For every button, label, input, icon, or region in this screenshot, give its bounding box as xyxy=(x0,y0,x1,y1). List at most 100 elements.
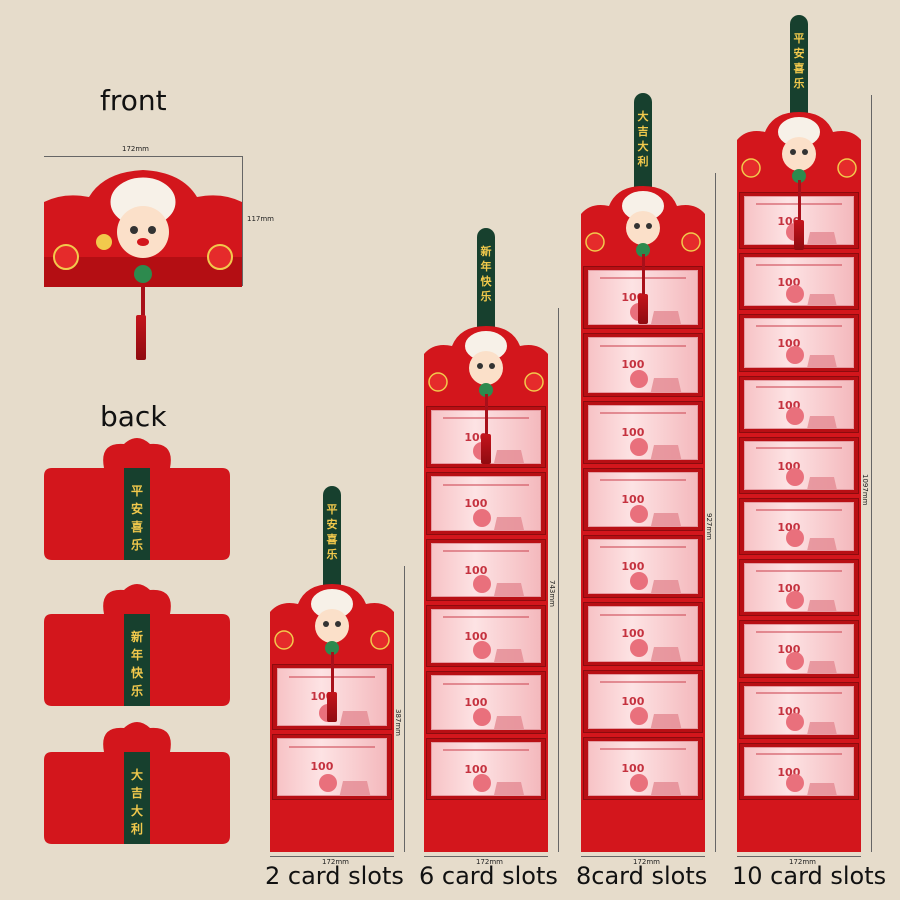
width-dimension: 172mm xyxy=(633,858,660,866)
banknote: 100 xyxy=(744,257,854,307)
variant-label: 8card slots xyxy=(576,862,708,890)
lion-head-topper xyxy=(581,186,705,266)
back-card-1: 平安喜乐 xyxy=(44,432,230,560)
tassel xyxy=(327,692,337,722)
banknote-value: 100 xyxy=(464,563,488,577)
lion-head-topper xyxy=(270,584,394,664)
temple-icon xyxy=(491,687,528,729)
variant-label: 6 card slots xyxy=(419,862,558,890)
temple-icon xyxy=(804,268,841,306)
banknote-header-line xyxy=(755,753,843,756)
temple-icon xyxy=(648,483,685,526)
temple-icon xyxy=(804,574,841,612)
temple-icon xyxy=(491,753,528,795)
seal-icon xyxy=(473,707,492,726)
width-dimension: 172mm xyxy=(789,858,816,866)
banknote: 100 xyxy=(431,476,541,531)
seal-icon xyxy=(473,574,492,593)
height-dimension: 927mm xyxy=(705,512,713,540)
banknote-header-line xyxy=(599,411,687,414)
pull-stick-text: 大吉大利 xyxy=(637,110,649,168)
seal-icon xyxy=(319,773,338,792)
seal-icon xyxy=(630,370,649,389)
banknote-header-line xyxy=(755,447,843,450)
seal-icon xyxy=(786,651,805,670)
temple-icon xyxy=(491,488,528,530)
temple-icon xyxy=(337,750,374,795)
back-label: back xyxy=(100,400,167,433)
banknote-value: 100 xyxy=(621,560,645,574)
pull-stick[interactable]: 新年快乐 xyxy=(477,228,495,354)
banknote: 100 xyxy=(588,539,698,595)
banknote-header-line xyxy=(442,682,530,685)
back-card-band: 平安喜乐 xyxy=(124,468,150,560)
seal-icon xyxy=(630,504,649,523)
variant-label: 2 card slots xyxy=(265,862,404,890)
banknote-header-line xyxy=(755,386,843,389)
temple-icon xyxy=(648,282,685,325)
width-dimension-line xyxy=(270,856,394,857)
banknote-header-line xyxy=(442,483,530,486)
banknote-value: 100 xyxy=(464,497,488,511)
tassel xyxy=(794,220,804,250)
back-card-2: 新年快乐 xyxy=(44,578,230,706)
banknote: 100 xyxy=(744,440,854,490)
banknote-header-line xyxy=(288,745,376,748)
banknote-value: 100 xyxy=(621,694,645,708)
banknote-value: 100 xyxy=(464,696,488,710)
pull-stick[interactable]: 平安喜乐 xyxy=(323,486,341,612)
width-dimension: 172mm xyxy=(476,858,503,866)
seal-icon xyxy=(473,641,492,660)
lion-head-topper xyxy=(737,112,861,192)
seal-icon xyxy=(630,773,649,792)
banknote-header-line xyxy=(599,680,687,683)
banknote: 100 xyxy=(744,502,854,552)
banknote: 100 xyxy=(588,471,698,527)
banknote-header-line xyxy=(755,692,843,695)
temple-icon xyxy=(804,512,841,551)
width-dimension-line xyxy=(424,856,548,857)
temple-icon xyxy=(337,680,374,725)
front-width-dim: 172mm xyxy=(122,145,149,153)
back-card-band: 大吉大利 xyxy=(124,752,150,844)
banknote-value: 100 xyxy=(621,358,645,372)
back-card-3-text: 大吉大利 xyxy=(130,768,143,836)
temple-icon xyxy=(804,451,841,489)
banknote-header-line xyxy=(755,263,843,266)
tassel xyxy=(638,294,648,324)
banknote-header-line xyxy=(442,616,530,619)
banknote: 100 xyxy=(744,746,854,796)
front-envelope xyxy=(44,170,242,317)
temple-icon xyxy=(648,685,685,728)
banknote-header-line xyxy=(755,325,843,328)
temple-icon xyxy=(648,618,685,661)
seal-icon xyxy=(786,406,805,425)
tassel xyxy=(481,434,491,464)
banknote: 100 xyxy=(744,318,854,368)
seal-icon xyxy=(786,345,805,364)
banknote: 100 xyxy=(588,606,698,662)
pull-stick[interactable]: 平安喜乐 xyxy=(790,15,808,140)
banknote-header-line xyxy=(755,508,843,511)
pull-stick-text: 平安喜乐 xyxy=(326,503,338,561)
banknote-header-line xyxy=(755,569,843,572)
banknote-value: 100 xyxy=(464,629,488,643)
temple-icon xyxy=(648,551,685,594)
pull-stick[interactable]: 大吉大利 xyxy=(634,93,652,214)
banknote: 100 xyxy=(277,738,387,796)
banknote-header-line xyxy=(599,546,687,549)
banknote-value: 100 xyxy=(464,762,488,776)
seal-icon xyxy=(786,590,805,609)
temple-icon xyxy=(648,416,685,459)
front-tassel xyxy=(136,315,146,360)
front-label: front xyxy=(100,84,167,117)
banknote-header-line xyxy=(599,479,687,482)
banknote: 100 xyxy=(744,685,854,735)
temple-icon xyxy=(804,757,841,795)
banknote: 100 xyxy=(744,563,854,613)
banknote-header-line xyxy=(755,631,843,634)
back-card-2-text: 新年快乐 xyxy=(130,630,143,698)
banknote-header-line xyxy=(442,549,530,552)
banknote-value: 100 xyxy=(621,425,645,439)
back-card-band: 新年快乐 xyxy=(124,614,150,706)
